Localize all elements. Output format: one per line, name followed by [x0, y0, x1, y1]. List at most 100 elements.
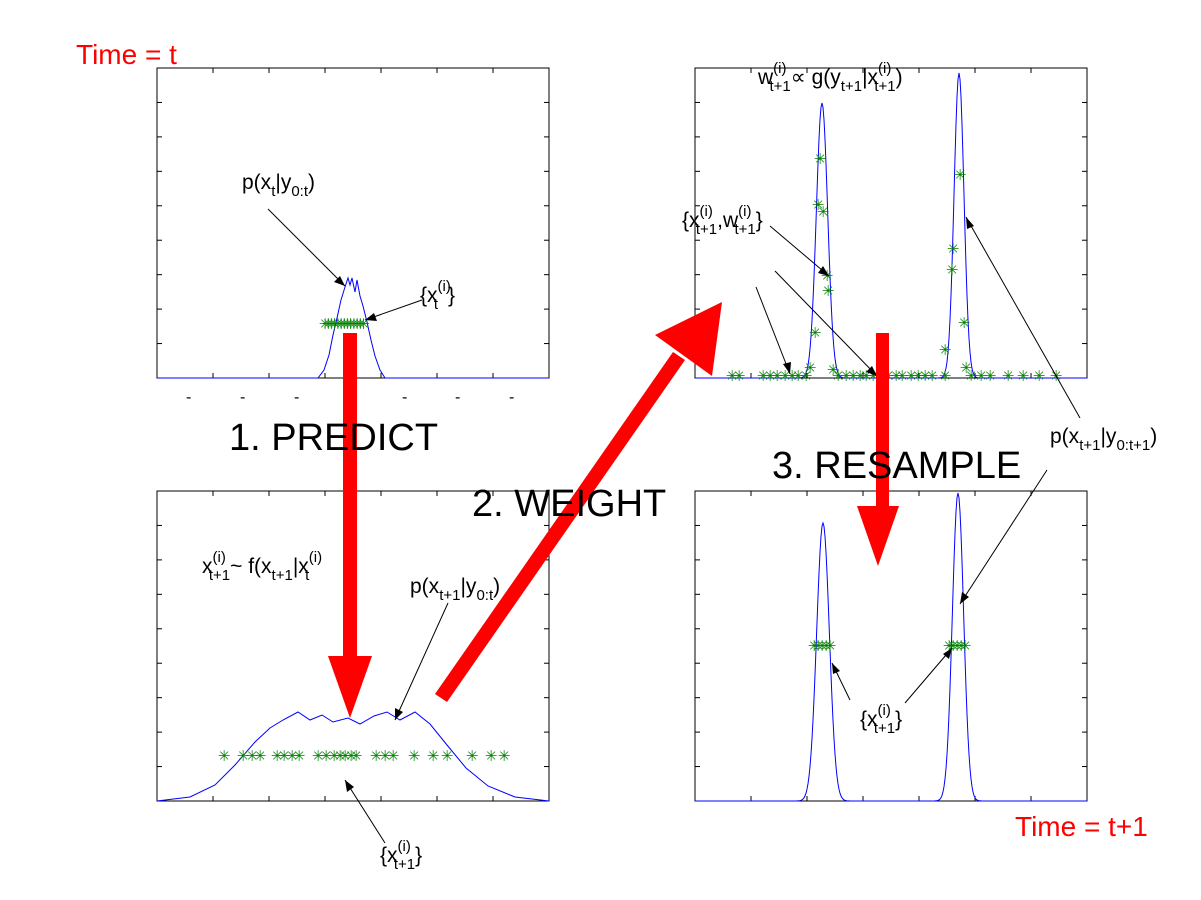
- particle-marker: ✳: [733, 367, 746, 385]
- particle-marker: ✳: [954, 166, 967, 184]
- particle-marker: ✳: [726, 367, 739, 385]
- predictive-density-curve: [156, 711, 550, 802]
- time-t-label: Time = t: [76, 39, 177, 70]
- panel-top-left: ✳✳✳✳✳✳✳✳✳✳✳✳✳: [156, 67, 550, 379]
- particle-marker: ✳: [441, 747, 454, 765]
- particle-marker: ✳: [943, 637, 956, 655]
- prior-density-curve: [157, 276, 549, 379]
- particle-marker: ✳: [816, 637, 829, 655]
- particle-marker: ✳: [325, 315, 338, 333]
- weight-rule-label: w(i)t+1∝ g(yt+1|x(i)t+1): [757, 60, 903, 95]
- particle-marker: ✳: [757, 367, 770, 385]
- particle-marker: ✳: [335, 315, 348, 333]
- particle-marker: ✳: [984, 367, 997, 385]
- panel-bottom-right: ✳✳✳✳✳✳✳✳✳✳: [694, 490, 1088, 802]
- particle-marker: ✳: [764, 367, 777, 385]
- particle-marker: ✳: [890, 367, 903, 385]
- particle-marker: ✳: [827, 361, 840, 379]
- particle-marker: ✳: [328, 747, 341, 765]
- particle-marker: ✳: [485, 747, 498, 765]
- particle-marker: ✳: [354, 315, 367, 333]
- particle-marker: ✳: [771, 367, 784, 385]
- particle-marker: ✳: [1033, 367, 1046, 385]
- particle-marker: ✳: [338, 315, 351, 333]
- particle-marker: ✳: [408, 747, 421, 765]
- tick-labels-top-left: - - - - - -: [186, 389, 514, 406]
- particle-marker: ✳: [939, 367, 952, 385]
- particles-resampled: ✳✳✳✳✳✳✳✳✳✳: [808, 637, 972, 655]
- particle-marker: ✳: [357, 315, 370, 333]
- posterior-density-curve: [695, 492, 1087, 802]
- particle-marker: ✳: [808, 637, 821, 655]
- particles-prior: ✳✳✳✳✳✳✳✳✳✳✳✳✳: [319, 315, 370, 333]
- particle-marker: ✳: [812, 637, 825, 655]
- particle-marker: ✳: [951, 637, 964, 655]
- particle-marker: ✳: [344, 315, 357, 333]
- particle-marker: ✳: [348, 315, 361, 333]
- particles-predicted: ✳✳✳✳✳✳✳✳✳✳✳✳✳✳✳✳✳✳✳✳✳✳✳✳: [218, 747, 511, 765]
- particle-marker: ✳: [804, 359, 817, 377]
- particle-marker: ✳: [351, 315, 364, 333]
- particle-marker: ✳: [387, 747, 400, 765]
- tick-label: -: [402, 389, 407, 406]
- particle-marker: ✳: [912, 367, 925, 385]
- tick-label: -: [294, 389, 299, 406]
- particle-marker: ✳: [905, 367, 918, 385]
- particle-marker: ✳: [332, 315, 345, 333]
- particle-marker: ✳: [1002, 367, 1015, 385]
- particle-marker: ✳: [466, 747, 479, 765]
- particle-marker: ✳: [947, 240, 960, 258]
- particle-marker: ✳: [800, 367, 813, 385]
- particle-marker: ✳: [350, 747, 363, 765]
- particle-marker: ✳: [334, 747, 347, 765]
- particle-marker: ✳: [237, 747, 250, 765]
- particle-marker: ✳: [339, 747, 352, 765]
- particle-marker: ✳: [341, 315, 354, 333]
- particles-resampled-label: {x(i)t+1}: [860, 702, 902, 737]
- particle-marker: ✳: [896, 367, 909, 385]
- step-resample-label: 3. RESAMPLE: [772, 445, 1021, 487]
- particle-marker: ✳: [218, 747, 231, 765]
- particle-marker: ✳: [854, 367, 867, 385]
- weight-arrow: [435, 302, 722, 702]
- particle-marker: ✳: [379, 747, 392, 765]
- particle-marker: ✳: [847, 367, 860, 385]
- particle-marker: ✳: [498, 747, 511, 765]
- resample-arrow: [857, 333, 899, 566]
- posterior-t1-label: p(xt+1|y0:t+1): [1050, 425, 1157, 454]
- particle-marker: ✳: [958, 314, 971, 332]
- predictive-density-label: p(xt+1|y0:t): [410, 575, 500, 604]
- particle-marker: ✳: [271, 747, 284, 765]
- particle-marker: ✳: [926, 367, 939, 385]
- particle-marker: ✳: [319, 315, 332, 333]
- particle-marker: ✳: [960, 359, 973, 377]
- particle-marker: ✳: [955, 637, 968, 655]
- particle-marker: ✳: [254, 747, 267, 765]
- panel-bottom-left: ✳✳✳✳✳✳✳✳✳✳✳✳✳✳✳✳✳✳✳✳✳✳✳✳: [156, 490, 550, 802]
- particle-marker: ✳: [1017, 367, 1030, 385]
- particle-marker: ✳: [965, 367, 978, 385]
- particle-marker: ✳: [345, 747, 358, 765]
- posterior-t-label: p(xt|y0:t): [242, 171, 315, 200]
- particle-marker: ✳: [822, 282, 835, 300]
- particle-marker: ✳: [370, 747, 383, 765]
- particle-marker: ✳: [286, 747, 299, 765]
- predict-arrow: [328, 333, 372, 718]
- particle-marker: ✳: [312, 747, 325, 765]
- step-predict-label: 1. PREDICT: [229, 417, 438, 459]
- particle-marker: ✳: [814, 150, 827, 168]
- particle-marker: ✳: [820, 637, 833, 655]
- particle-marker: ✳: [278, 747, 291, 765]
- particle-marker: ✳: [246, 747, 259, 765]
- particles-predicted-label: {x(i)t+1}: [380, 838, 422, 873]
- particle-marker: ✳: [809, 324, 822, 342]
- tick-label: -: [455, 389, 460, 406]
- particles-t-label: {x(i)t}: [420, 278, 455, 313]
- particle-marker: ✳: [824, 637, 837, 655]
- particle-marker: ✳: [817, 203, 830, 221]
- step-weight-label: 2. WEIGHT: [472, 483, 666, 525]
- annotation-pointers: [267, 208, 1081, 844]
- particle-marker: ✳: [832, 367, 845, 385]
- weighted-density-curve: [695, 72, 1087, 379]
